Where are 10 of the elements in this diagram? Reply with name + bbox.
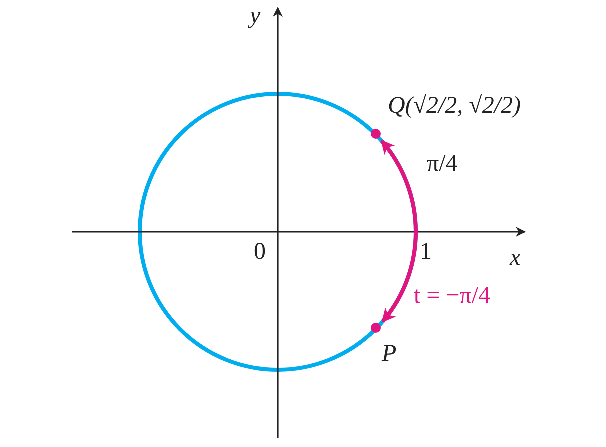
tick-label: 1 (420, 238, 432, 266)
edge-label: π/4 (427, 150, 458, 178)
axis-label: x (510, 244, 521, 272)
point-label: Q(√2/2, √2/2) (388, 92, 521, 120)
edge-label: t = −π/4 (414, 282, 491, 310)
axis-label: y (250, 2, 261, 30)
origin-label: 0 (254, 238, 266, 266)
arc-arrow (380, 140, 418, 232)
arc-arrow (382, 232, 418, 323)
point-label: P (382, 340, 397, 368)
